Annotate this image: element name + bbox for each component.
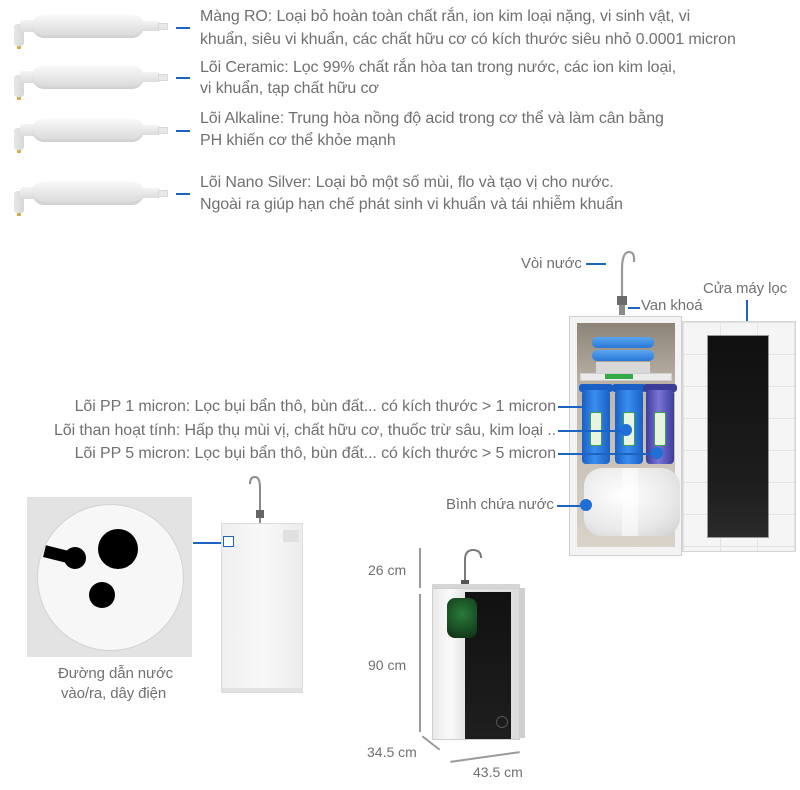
cartridge-elbow	[14, 75, 24, 97]
connection-label-line2: vào/ra, dây điện	[61, 685, 167, 702]
ro-desc-line2: khuẩn, siêu vi khuẩn, các chất hữu cơ có…	[200, 31, 736, 48]
dim-body-height: 90 cm	[368, 657, 407, 673]
callout-line	[557, 505, 587, 507]
connection-label-line1: Đường dẫn nước	[58, 665, 174, 682]
nano-silver-desc-line1: Lõi Nano Silver: Loại bỏ một số mùi, flo…	[200, 174, 614, 191]
callout-dot	[651, 447, 663, 459]
width-arrow	[450, 751, 520, 763]
connection-plate	[38, 505, 183, 650]
cartridge-nano-silver	[4, 177, 174, 219]
callout-dot	[580, 499, 592, 511]
unit-knob	[496, 716, 508, 728]
dim-depth: 34.5 cm	[367, 744, 417, 760]
callout-dot	[620, 424, 632, 436]
side-unit-back	[221, 523, 303, 693]
callout-line	[176, 27, 190, 29]
cartridge-ceramic	[4, 61, 174, 103]
cartridge-tip	[158, 23, 168, 30]
callout-line	[628, 307, 640, 309]
cartridge-pin	[17, 213, 21, 216]
cartridge-body	[32, 65, 144, 89]
cartridge-neck	[142, 72, 160, 82]
tank-band	[622, 468, 638, 536]
callout-line	[558, 430, 624, 432]
cartridge-pin	[17, 150, 21, 153]
faucet-label: Vòi nước	[521, 255, 582, 272]
small-hole	[89, 582, 115, 608]
prefilter-pp1-label: Lõi PP 1 micron: Lọc bụi bẩn thô, bùn đấ…	[74, 398, 556, 415]
cartridge-pin	[17, 97, 21, 100]
cartridge-tip	[158, 127, 168, 134]
tank-label: Bình chứa nước	[446, 496, 554, 513]
nano-silver-desc-line2: Ngoài ra giúp hạn chế phát sinh vi khuẩn…	[200, 196, 623, 213]
cartridge-ro	[4, 10, 174, 52]
cartridge-body	[32, 14, 144, 38]
filter-cap	[643, 384, 677, 392]
cartridge-body	[32, 118, 144, 142]
unit-top	[432, 584, 520, 590]
cartridge-neck	[142, 21, 160, 31]
faucet-icon	[617, 250, 636, 315]
filter-label	[654, 412, 666, 446]
faucet-icon	[249, 475, 264, 524]
cartridge-body	[32, 181, 144, 205]
ro-desc-line1: Màng RO: Loại bỏ hoàn toàn chất rắn, ion…	[200, 8, 691, 25]
spec-sticker	[283, 530, 299, 542]
callout-line	[746, 300, 748, 328]
ceramic-desc-line2: vi khuẩn, tạp chất hữu cơ	[200, 80, 379, 97]
cartridge-neck	[142, 188, 160, 198]
prefilter-carbon-label: Lõi than hoạt tính: Hấp thụ mùi vị, chất…	[53, 422, 556, 439]
callout-line	[176, 193, 190, 195]
filter-cap	[579, 384, 613, 392]
ro-membrane-bottom	[592, 350, 654, 361]
cartridge-elbow	[14, 128, 24, 150]
port-highlight	[223, 536, 234, 547]
callout-line	[586, 263, 606, 265]
prefilter-pp5-label: Lõi PP 5 micron: Lọc bụi bẩn thô, bùn đấ…	[74, 445, 556, 462]
cartridge-elbow	[14, 24, 24, 46]
callout-line	[193, 542, 223, 544]
callout-line	[558, 453, 654, 455]
dim-width: 43.5 cm	[473, 764, 523, 780]
control-board	[596, 362, 650, 374]
callout-line	[558, 406, 584, 408]
unit-side	[519, 588, 525, 738]
filter-stage-badge	[447, 598, 477, 638]
filter-label	[590, 412, 602, 446]
unit-foot	[222, 688, 302, 692]
ceramic-desc-line1: Lõi Ceramic: Lọc 99% chất rắn hòa tan tr…	[200, 59, 677, 76]
filter-pp-5-micron	[582, 390, 610, 464]
filter-cap	[612, 384, 646, 392]
valve-label: Van khoá	[641, 297, 703, 314]
faucet-icon	[461, 548, 482, 588]
alkaline-desc-line2: PH khiến cơ thể khỏe mạnh	[200, 132, 396, 149]
cartridge-tip	[158, 190, 168, 197]
dim-faucet-height: 26 cm	[368, 562, 407, 578]
large-hole	[98, 529, 138, 569]
door-label: Cửa máy lọc	[703, 280, 787, 297]
callout-line	[176, 77, 190, 79]
door-black-panel	[707, 335, 769, 538]
height-arrow-26	[419, 548, 421, 588]
alkaline-desc-line1: Lõi Alkaline: Trung hòa nồng độ acid tro…	[200, 110, 664, 127]
shelf-label	[605, 374, 633, 379]
cartridge-pin	[17, 46, 21, 49]
cartridge-elbow	[14, 191, 24, 213]
cartridge-neck	[142, 125, 160, 135]
ro-membrane-top	[592, 337, 654, 348]
callout-line	[176, 130, 190, 132]
height-arrow-90	[419, 594, 421, 732]
cartridge-tip	[158, 74, 168, 81]
cartridge-alkaline	[4, 114, 174, 156]
